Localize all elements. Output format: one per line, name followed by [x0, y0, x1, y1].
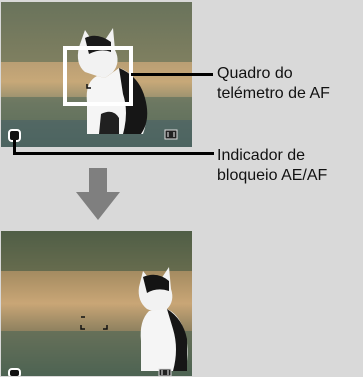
af-frame-label-line1: Quadro do: [217, 65, 293, 82]
camera-screen-recomposed: [1, 231, 192, 376]
ae-af-lock-label-line1: Indicador de: [217, 147, 306, 164]
cat-figure: [77, 28, 148, 134]
ae-af-lock-indicator-icon: [8, 368, 21, 376]
focus-area-mode-icon: [158, 368, 172, 376]
ae-af-lock-label: Indicador de bloqueio AE/AF: [217, 146, 327, 186]
af-range-finder-frame: [63, 46, 133, 106]
focus-area-mode-icon: [164, 129, 178, 140]
down-arrow-icon: [76, 168, 120, 220]
af-frame-label-line2: telémetro de AF: [217, 85, 330, 102]
scene-image-recomposed: [1, 231, 192, 376]
af-frame-label: Quadro do telémetro de AF: [217, 64, 330, 104]
af-corner-marks: [80, 316, 108, 330]
ae-af-lock-label-line2: bloqueio AE/AF: [217, 167, 328, 184]
af-frame-leader-line: [131, 73, 213, 76]
lock-leader-vertical: [13, 140, 16, 154]
cat-figure: [138, 267, 188, 371]
lock-leader-horizontal: [13, 152, 214, 155]
